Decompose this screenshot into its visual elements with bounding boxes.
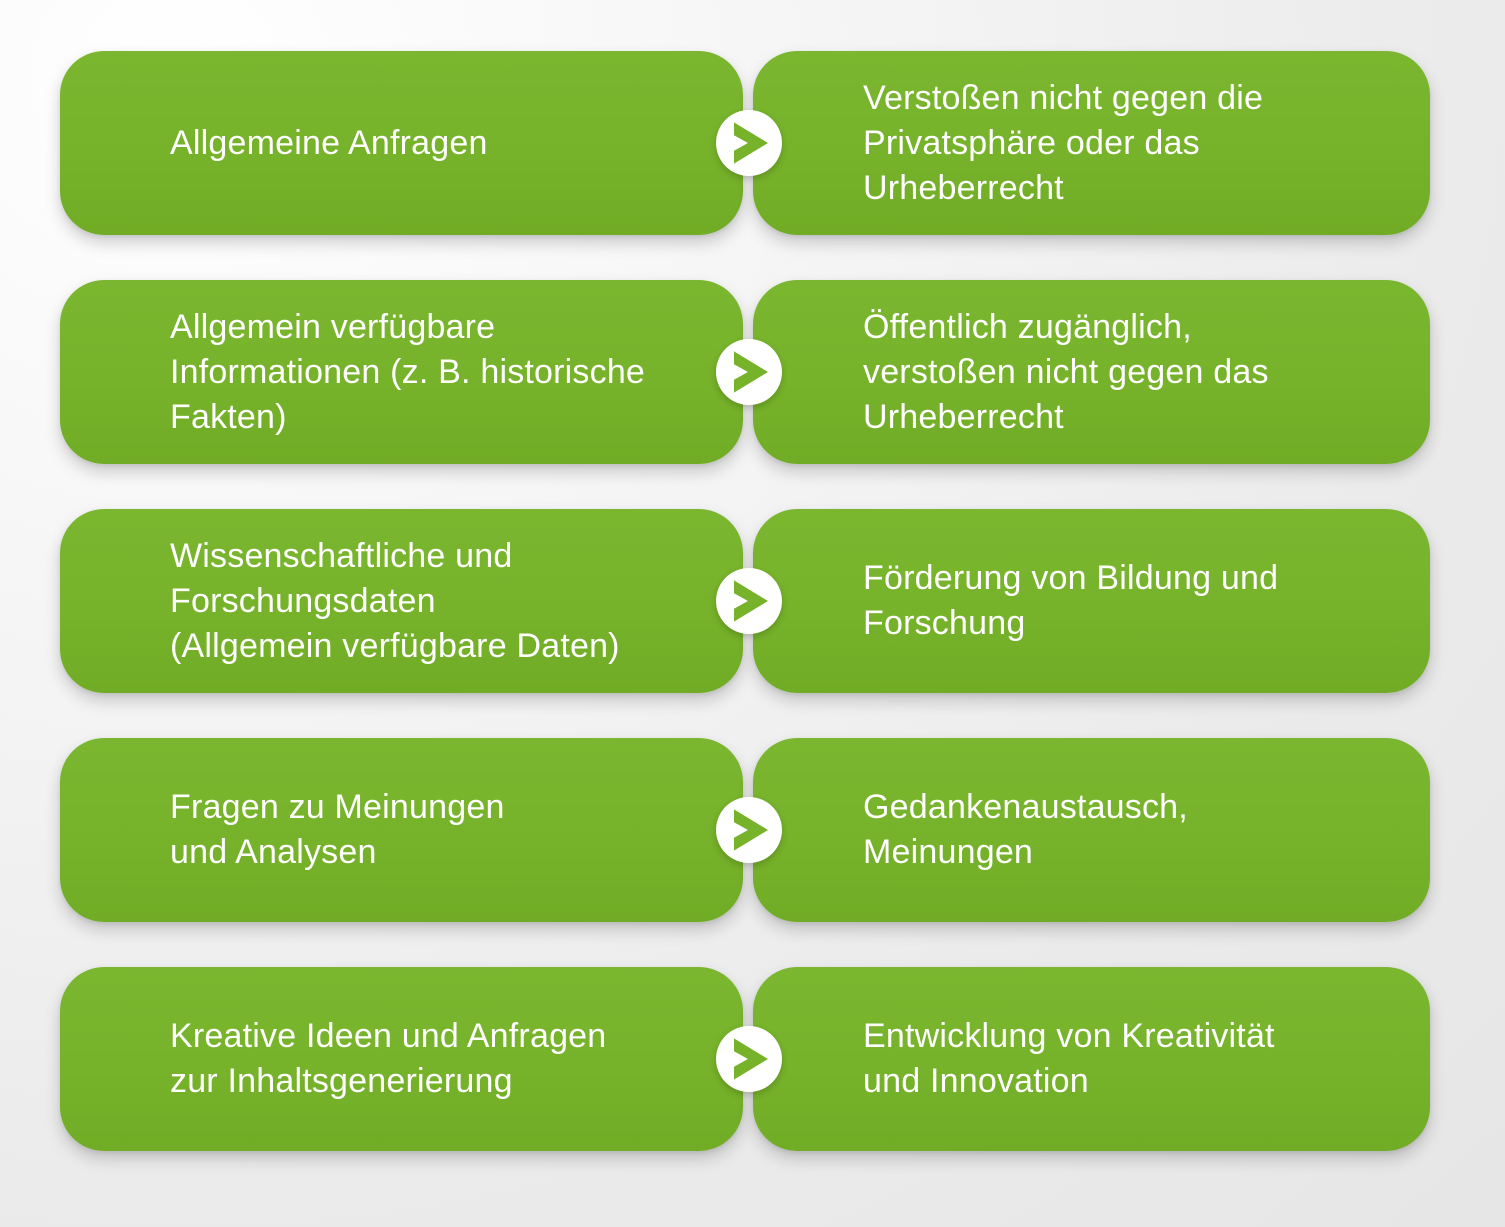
mapping-row: Allgemein verfügbare Informationen (z. B… xyxy=(60,280,1430,464)
category-label: Wissenschaftliche und Forschungsdaten (A… xyxy=(170,536,620,665)
category-label: Fragen zu Meinungen und Analysen xyxy=(170,788,505,871)
result-box: Gedankenaustausch, Meinungen xyxy=(753,738,1430,922)
result-label: Gedankenaustausch, Meinungen xyxy=(863,788,1188,871)
result-label: Entwicklung von Kreativität und Innovati… xyxy=(863,1017,1275,1100)
chevron-right-icon xyxy=(734,1038,768,1080)
mapping-row: Wissenschaftliche und Forschungsdaten (A… xyxy=(60,509,1430,693)
category-box: Fragen zu Meinungen und Analysen xyxy=(60,738,743,922)
mapping-rows: Allgemeine Anfragen Verstoßen nicht gege… xyxy=(60,51,1430,1151)
arrow-circle xyxy=(716,797,782,863)
arrow-circle xyxy=(716,1026,782,1092)
category-box: Wissenschaftliche und Forschungsdaten (A… xyxy=(60,509,743,693)
chevron-right-icon xyxy=(734,809,768,851)
mapping-row: Kreative Ideen und Anfragen zur Inhaltsg… xyxy=(60,967,1430,1151)
category-box: Allgemeine Anfragen xyxy=(60,51,743,235)
category-box: Allgemein verfügbare Informationen (z. B… xyxy=(60,280,743,464)
result-label: Verstoßen nicht gegen die Privatsphäre o… xyxy=(863,78,1264,207)
mapping-row: Fragen zu Meinungen und Analysen Gedanke… xyxy=(60,738,1430,922)
result-box: Förderung von Bildung und Forschung xyxy=(753,509,1430,693)
arrow-circle xyxy=(716,110,782,176)
category-box: Kreative Ideen und Anfragen zur Inhaltsg… xyxy=(60,967,743,1151)
result-box: Verstoßen nicht gegen die Privatsphäre o… xyxy=(753,51,1430,235)
category-label: Allgemeine Anfragen xyxy=(170,123,488,162)
mapping-row: Allgemeine Anfragen Verstoßen nicht gege… xyxy=(60,51,1430,235)
chevron-right-icon xyxy=(734,580,768,622)
category-label: Kreative Ideen und Anfragen zur Inhaltsg… xyxy=(170,1017,607,1100)
result-box: Öffentlich zugänglich, verstoßen nicht g… xyxy=(753,280,1430,464)
result-box: Entwicklung von Kreativität und Innovati… xyxy=(753,967,1430,1151)
category-label: Allgemein verfügbare Informationen (z. B… xyxy=(170,307,646,436)
arrow-circle xyxy=(716,568,782,634)
arrow-circle xyxy=(716,339,782,405)
result-label: Förderung von Bildung und Forschung xyxy=(863,559,1279,642)
chevron-right-icon xyxy=(734,122,768,164)
chevron-right-icon xyxy=(734,351,768,393)
result-label: Öffentlich zugänglich, verstoßen nicht g… xyxy=(863,307,1269,436)
